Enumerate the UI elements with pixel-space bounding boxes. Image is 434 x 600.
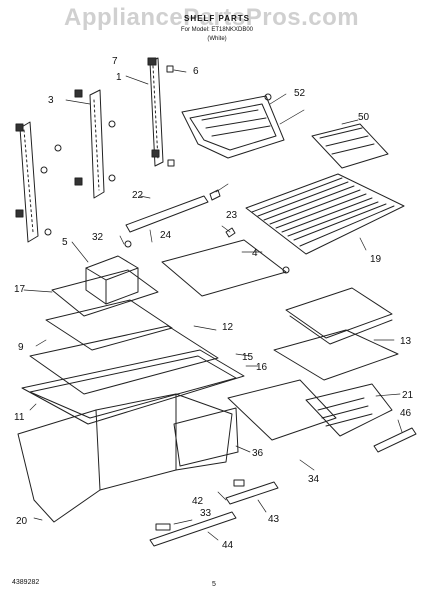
shelf-ladder-left — [15, 121, 39, 243]
callout-6-top: 7 — [112, 56, 118, 67]
drawer-roller — [264, 93, 272, 101]
leader-lines — [23, 69, 403, 541]
callout-33: 34 — [308, 474, 320, 485]
callout-42: 43 — [268, 514, 280, 525]
shelf-stop-clip — [209, 189, 221, 201]
callout-32: 33 — [200, 508, 212, 519]
meat-pan — [227, 379, 337, 441]
callout-46: 50 — [358, 112, 370, 123]
watermark: AppliancePartsPros.com — [64, 4, 360, 31]
spillproof-shelf-left — [51, 269, 159, 317]
drawer-trim-lower — [149, 511, 237, 547]
document-number: 4389282 — [12, 579, 40, 586]
callout-24-left: 32 — [92, 232, 104, 243]
callout-21: 22 — [132, 190, 144, 201]
crisper-drawer — [17, 393, 233, 523]
slide-bracket — [155, 523, 171, 531]
model-number: For Model: ET18NKXDB00 — [180, 27, 254, 33]
callout-3: 4 — [252, 248, 258, 259]
callout-12: 13 — [400, 336, 412, 347]
shelf-ladder-right — [147, 57, 175, 167]
callout-2: 3 — [48, 95, 54, 106]
callout-15: 16 — [256, 362, 268, 373]
screw — [124, 240, 132, 248]
sliding-shelf — [161, 239, 287, 297]
meat-drawer-cover — [181, 95, 285, 159]
drawer-slide — [373, 427, 417, 453]
shelf-rail — [125, 195, 209, 233]
mounting-clips — [40, 120, 116, 236]
ice-cube-tray — [311, 123, 389, 169]
shelf-support-clip — [225, 227, 236, 238]
drawer-trim-upper — [225, 481, 279, 505]
diagram-title: SHELF PARTS — [184, 14, 250, 23]
slide-end-cap — [233, 479, 245, 487]
callout-44: 46 — [400, 408, 412, 419]
crisper-drawer-front — [173, 407, 239, 467]
callout-9: 11 — [14, 412, 25, 423]
callout-17: 19 — [370, 254, 382, 265]
callout-19: 20 — [16, 516, 28, 527]
callout-7: 9 — [18, 342, 24, 353]
crisper-cover-frame — [21, 349, 245, 425]
callout-13: 15 — [242, 352, 254, 363]
callout-43: 44 — [222, 540, 234, 551]
shelf-ladder-middle — [74, 89, 105, 199]
callout-23: 24 — [160, 230, 172, 241]
meat-drawer — [305, 383, 393, 437]
callout-50: 52 — [294, 88, 306, 99]
wire-shelf — [245, 173, 405, 255]
crisper-cover-glass — [29, 325, 219, 395]
callout-16-left: 17 — [14, 284, 26, 295]
callout-1-top: 1 — [116, 72, 122, 83]
page-number: 5 — [212, 581, 216, 588]
callout-36: 42 — [192, 496, 204, 507]
callout-5-top: 6 — [193, 66, 199, 77]
color-note: (White) — [207, 36, 227, 42]
callout-22: 23 — [226, 210, 238, 221]
callout-4: 5 — [62, 237, 68, 248]
callout-34: 36 — [252, 448, 264, 459]
spillproof-shelf-right — [285, 287, 393, 345]
crisper-shelf-frame — [273, 329, 399, 381]
callout-11: 12 — [222, 322, 234, 333]
callout-20: 21 — [402, 390, 414, 401]
utility-bin — [85, 255, 139, 305]
